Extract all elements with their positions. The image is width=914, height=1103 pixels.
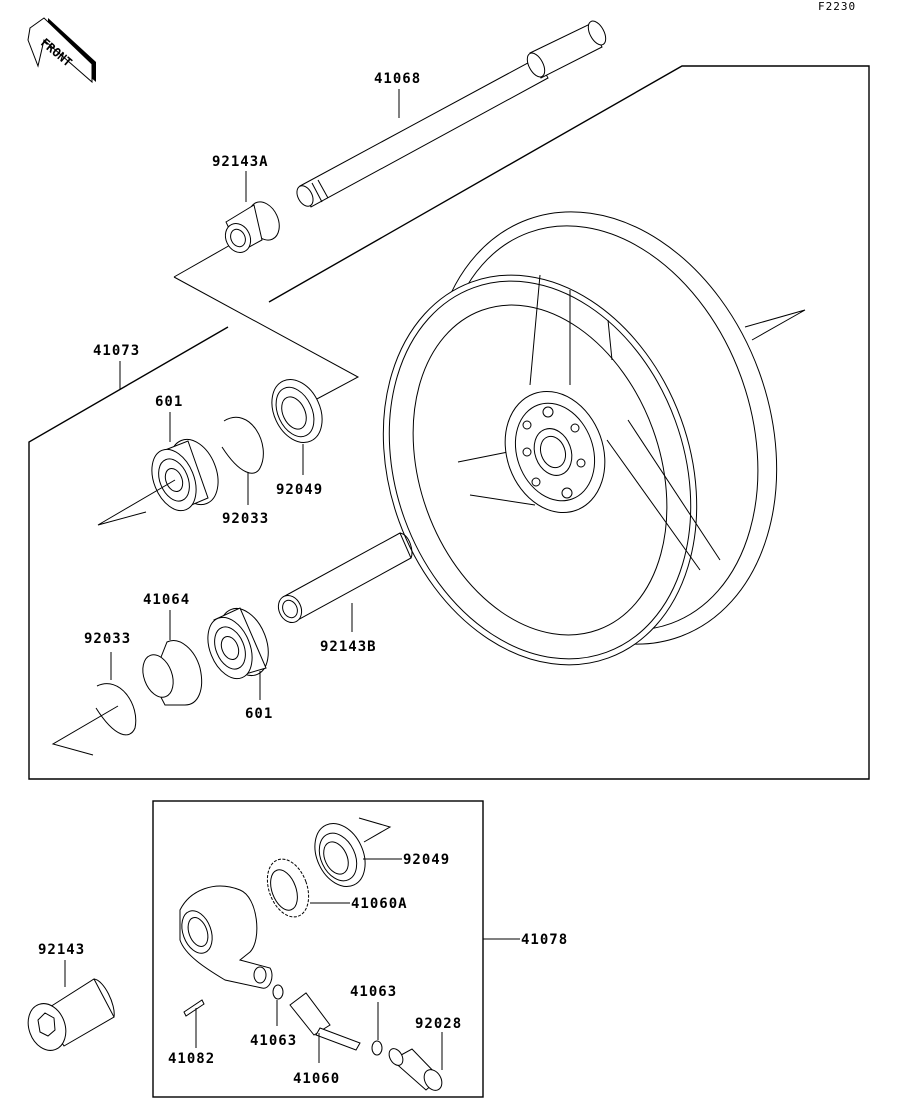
washer-upper-part — [272, 984, 284, 1000]
circlip-guide-arrow — [51, 705, 119, 756]
circlip-lower-part — [95, 683, 137, 736]
guide-line-collar — [173, 243, 233, 278]
part-label-41082: 41082 — [168, 1051, 215, 1067]
front-arrow-icon: FRONT — [27, 17, 96, 84]
speedo-pinion-part — [289, 992, 361, 1051]
speedo-guide-arrow — [358, 817, 392, 843]
wheel-guide-arrow — [744, 309, 806, 341]
part-label-41063-right: 41063 — [350, 984, 397, 1000]
part-label-601-lower: 601 — [245, 706, 273, 722]
axle-part — [296, 20, 607, 208]
speedo-housing-frame — [152, 800, 484, 1098]
part-label-41078: 41078 — [521, 932, 568, 948]
gear-housing-part — [179, 885, 273, 989]
part-label-92143b: 92143B — [320, 639, 377, 655]
wheel-assembly-frame — [28, 65, 870, 780]
part-label-601-upper: 601 — [155, 394, 183, 410]
washer-lower-part — [371, 1040, 383, 1056]
circlip-upper-part — [221, 416, 264, 474]
guide-line-upper — [173, 276, 360, 409]
part-label-92143a: 92143A — [212, 154, 269, 170]
speedo-drive-gear-part — [266, 858, 310, 918]
part-label-92143: 92143 — [38, 942, 85, 958]
part-label-41063-left: 41063 — [250, 1033, 297, 1049]
part-label-92033-lower: 92033 — [84, 631, 131, 647]
part-label-41064: 41064 — [143, 592, 190, 608]
distance-collar-part — [277, 532, 413, 624]
collar-92143-part — [27, 978, 115, 1051]
collar-92143a-part — [224, 201, 280, 254]
bearing-upper-part — [151, 438, 219, 512]
part-label-41068: 41068 — [374, 71, 421, 87]
part-label-41060: 41060 — [293, 1071, 340, 1087]
wheel-part — [382, 211, 778, 666]
retainer-part — [142, 640, 203, 706]
part-label-41060a: 41060A — [351, 896, 408, 912]
bearing-lower-part — [207, 607, 269, 680]
part-label-92049-upper: 92049 — [276, 482, 323, 498]
pin-part — [183, 999, 205, 1017]
part-label-92033-upper: 92033 — [222, 511, 269, 527]
diagram-code: F2230 — [818, 0, 856, 13]
oil-seal-upper-part — [271, 379, 323, 443]
bushing-part — [388, 1048, 443, 1091]
part-label-92049-speedo: 92049 — [403, 852, 450, 868]
bearing-guide-arrow — [97, 479, 176, 526]
oil-seal-speedo-part — [314, 823, 366, 887]
part-label-92028: 92028 — [415, 1016, 462, 1032]
part-label-41073: 41073 — [93, 343, 140, 359]
